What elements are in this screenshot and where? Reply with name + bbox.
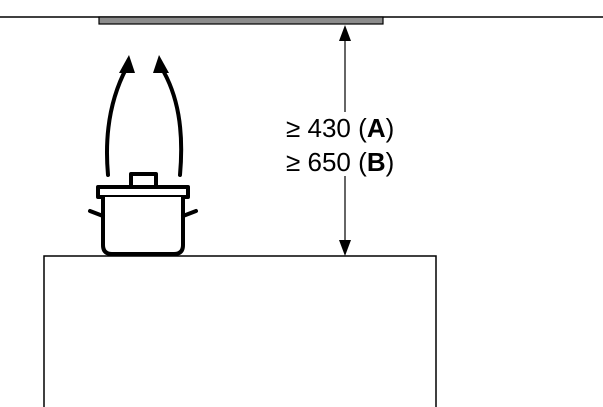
steam-arrow-left-icon (104, 65, 129, 177)
dimension-label-background (282, 112, 412, 176)
dimension-arrow-up-icon (339, 25, 351, 41)
pot-lid (96, 185, 190, 199)
steam-arrowhead-right-icon (153, 55, 169, 73)
cooking-pot-icon (88, 172, 198, 256)
steam-arrowhead-left-icon (119, 55, 135, 73)
clearance-label-a: ≥ 430 (A) (286, 113, 394, 143)
pot-handle-left (88, 209, 105, 218)
cooktop-surface (43, 255, 437, 407)
pot-body (101, 195, 185, 256)
pot-handle-right (181, 209, 198, 218)
steam-arrows (104, 65, 184, 177)
steam-arrow-right-icon (159, 65, 184, 177)
dimension-arrow-down-icon (339, 240, 351, 256)
clearance-label-b: ≥ 650 (B) (286, 147, 394, 177)
cooker-hood (98, 16, 384, 25)
